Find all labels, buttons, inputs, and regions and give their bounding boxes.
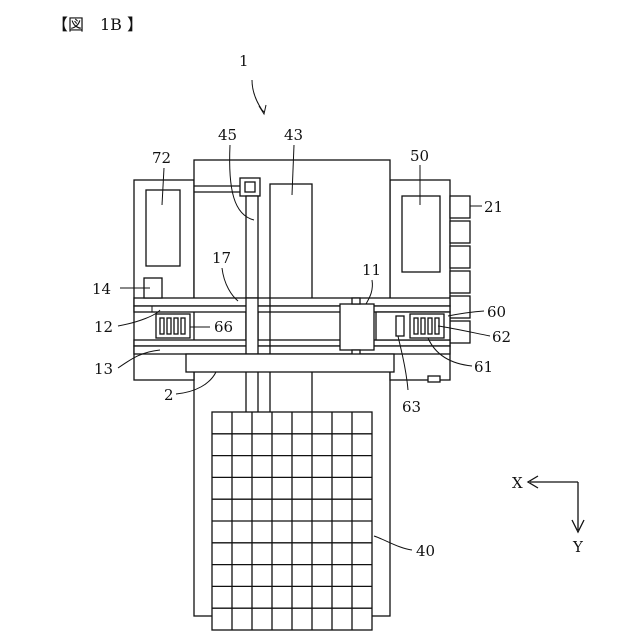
shaft-45-through [246,298,258,354]
axis-indicator: X Y [512,474,584,556]
label-13: 13 [94,360,113,378]
feeder [450,321,470,343]
label-50: 50 [410,147,429,165]
label-21: 21 [484,198,503,216]
block-11 [340,304,374,350]
label-60: 60 [487,303,506,321]
feeder [450,221,470,243]
label-63: 63 [402,398,421,416]
label-43: 43 [284,126,303,144]
conveyor-17-top [134,298,450,306]
block-11-top [352,298,360,304]
component-43 [270,184,312,300]
y-axis-label: Y [572,538,584,556]
tray-grid-40 [212,412,372,630]
label-72: 72 [152,149,171,167]
sensor-63 [396,316,404,336]
label-11: 11 [362,261,381,279]
foot [428,376,440,382]
feeders-21 [450,196,470,343]
label-14: 14 [92,280,111,298]
beam-2 [186,354,394,372]
feeder [450,246,470,268]
feeder [450,271,470,293]
label-62: 62 [492,328,511,346]
label-45: 45 [218,126,237,144]
label-12: 12 [94,318,113,336]
head-45 [240,178,260,196]
conveyor-13-bottom [134,346,450,354]
label-17: 17 [212,249,231,267]
feeder [450,196,470,218]
conveyor-13-rail [134,340,450,346]
x-axis-label: X [512,474,523,492]
label-66: 66 [214,318,233,336]
label-1: 1 [239,52,249,70]
figure-title: 【図 1B 】 [52,15,143,34]
conveyor-17-rail [134,306,450,312]
label-2: 2 [164,386,174,404]
leader-1 [252,80,264,112]
label-61: 61 [474,358,493,376]
label-40: 40 [416,542,435,560]
